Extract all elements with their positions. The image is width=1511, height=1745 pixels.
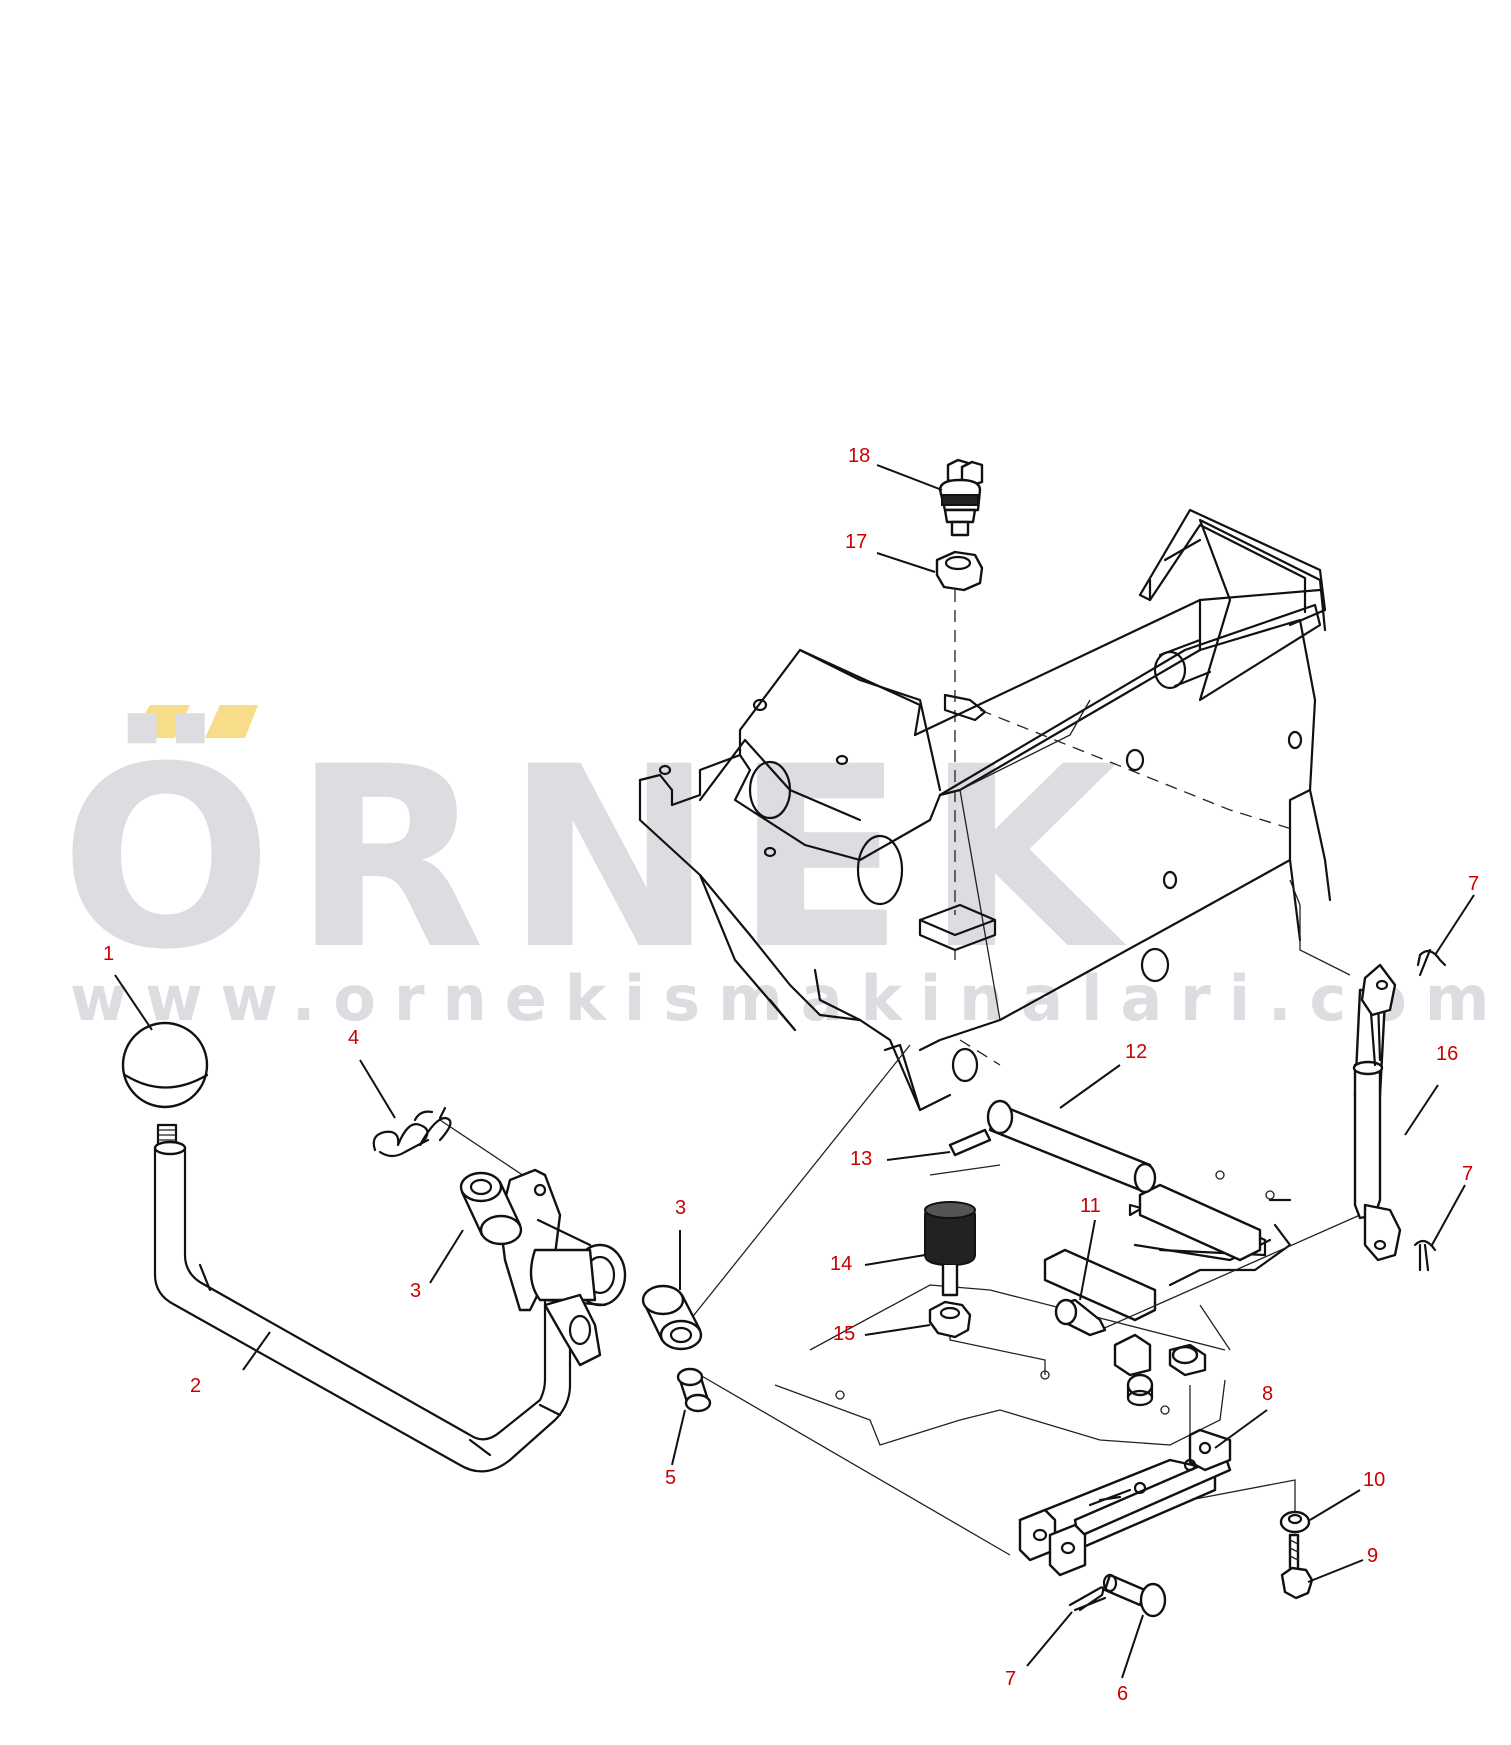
callout-7-lower: 7 <box>1005 1668 1016 1690</box>
callout-1: 1 <box>103 943 114 965</box>
callout-7-middle: 7 <box>1462 1163 1473 1185</box>
frame-hole <box>1287 730 1303 750</box>
frame-hole <box>752 698 768 712</box>
callout-17: 17 <box>845 531 867 553</box>
callout-10: 10 <box>1363 1469 1385 1491</box>
callout-18: 18 <box>848 445 870 467</box>
sleeve <box>676 1367 712 1413</box>
watermark: ÖRNEK www.ornekismakinalari.com.tr <box>60 705 1511 1035</box>
frame-hole <box>748 760 792 820</box>
callout-6: 6 <box>1117 1683 1128 1705</box>
knob <box>121 1021 209 1147</box>
frame-hole <box>763 846 777 858</box>
callout-12: 12 <box>1125 1041 1147 1063</box>
callout-8: 8 <box>1262 1383 1273 1405</box>
callout-labels: 1 2 3 3 4 5 6 7 7 7 8 9 10 11 12 13 14 1… <box>103 445 1479 1705</box>
leader-lines <box>114 464 1475 1679</box>
watermark-accent-left <box>130 705 190 738</box>
callout-11: 11 <box>1080 1195 1101 1217</box>
callout-3-left: 3 <box>410 1280 421 1302</box>
spring <box>372 1106 452 1158</box>
pressure-switch <box>938 458 984 537</box>
split-pin-middle <box>1413 1239 1437 1272</box>
frame-assembly <box>638 508 1332 1446</box>
callout-16: 16 <box>1436 1043 1458 1065</box>
clevis-pin <box>1102 1573 1167 1618</box>
watermark-accent-right <box>205 705 258 738</box>
callout-5: 5 <box>665 1467 676 1489</box>
callout-4: 4 <box>348 1027 359 1049</box>
callout-7-upper: 7 <box>1468 873 1479 895</box>
nut-17 <box>935 550 984 592</box>
mount-block <box>1043 1248 1157 1322</box>
frame-hole <box>951 1047 979 1083</box>
pivot-pin <box>986 1099 1157 1194</box>
frame-hole <box>1125 748 1145 772</box>
frame-hole <box>835 754 849 766</box>
watermark-url: www.ornekismakinalari.com.tr <box>70 962 1511 1035</box>
frame-hole <box>856 834 904 906</box>
frame-hole <box>1140 947 1170 983</box>
link-bar <box>1018 1428 1232 1577</box>
mount-block <box>1138 1183 1262 1262</box>
callout-9: 9 <box>1367 1545 1378 1567</box>
nut-15 <box>928 1300 972 1339</box>
slot-block <box>1113 1333 1152 1377</box>
bushing-left <box>459 1171 523 1246</box>
callout-14: 14 <box>830 1253 852 1275</box>
washer-10 <box>1279 1510 1311 1534</box>
callout-2: 2 <box>190 1375 201 1397</box>
frame-hole <box>1162 870 1178 890</box>
pedal-bracket <box>498 1168 627 1367</box>
callout-15: 15 <box>833 1323 855 1345</box>
knurled-knob <box>924 1201 976 1297</box>
callout-3-right: 3 <box>675 1197 686 1219</box>
watermark-brand: ÖRNEK <box>60 713 1139 1004</box>
bolt-11 <box>1054 1298 1107 1337</box>
bushing-right <box>641 1284 703 1351</box>
bolt-9 <box>1280 1533 1314 1600</box>
split-pin-lower <box>1068 1586 1107 1612</box>
split-pin-upper <box>1416 948 1447 977</box>
roll-pin <box>948 1128 992 1157</box>
lever-rod <box>153 1140 572 1473</box>
gas-strut <box>1352 963 1402 1262</box>
frame-hole <box>658 764 672 776</box>
callout-13: 13 <box>850 1148 872 1170</box>
